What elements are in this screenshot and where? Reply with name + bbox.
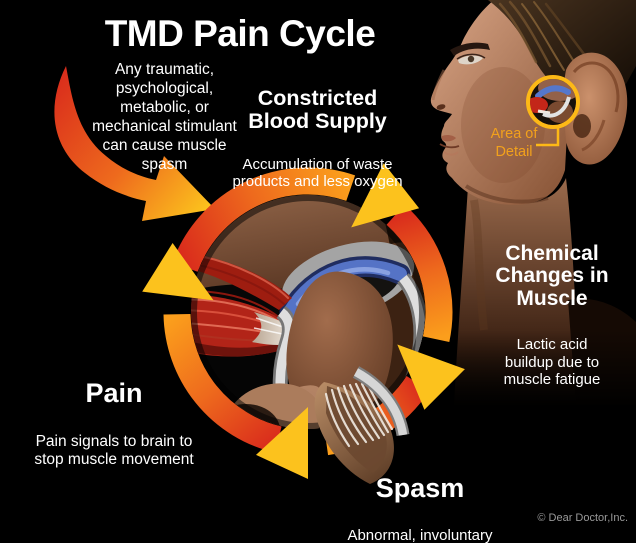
stage-chemical-title: Chemical Changes in Muscle xyxy=(495,242,609,310)
pain-cycle-illustration xyxy=(142,163,465,484)
stage-spasm-title: Spasm xyxy=(375,473,465,503)
stage-constricted-desc: Accumulation of waste products and less … xyxy=(232,156,403,191)
page-title: TMD Pain Cycle xyxy=(104,13,376,54)
stage-pain-desc: Pain signals to brain to stop muscle mov… xyxy=(34,433,194,469)
stage-spasm: Spasm Abnormal, involuntary muscle contr… xyxy=(326,455,514,543)
jaw-ligament-overlay xyxy=(314,366,410,484)
nostril xyxy=(436,104,446,110)
input-arrow-icon xyxy=(54,66,215,221)
area-of-detail-circle-icon xyxy=(526,75,580,129)
stage-constricted: Constricted Blood Supply Accumulation of… xyxy=(210,69,425,209)
stage-spasm-desc: Abnormal, involuntary muscle contraction xyxy=(347,527,493,543)
lips xyxy=(442,134,456,142)
area-of-detail-label: Area of Detail xyxy=(490,126,538,160)
trigger-note: Any traumatic, psychological, metabolic,… xyxy=(92,61,237,173)
stage-pain: Pain Pain signals to brain to stop muscl… xyxy=(18,360,210,488)
face-profile-illustration xyxy=(408,0,636,405)
stage-pain-title: Pain xyxy=(85,378,143,408)
stage-chemical-desc: Lactic acid buildup due to muscle fatigu… xyxy=(503,336,601,389)
area-of-detail-connector xyxy=(536,127,560,147)
stage-constricted-title: Constricted Blood Supply xyxy=(248,86,387,133)
copyright-notice: © Dear Doctor,Inc. xyxy=(537,512,628,524)
eyebrow xyxy=(450,42,490,56)
cycle-arrowheads-icon xyxy=(142,163,465,479)
stage-chemical: Chemical Changes in Muscle Lactic acid b… xyxy=(486,225,618,407)
